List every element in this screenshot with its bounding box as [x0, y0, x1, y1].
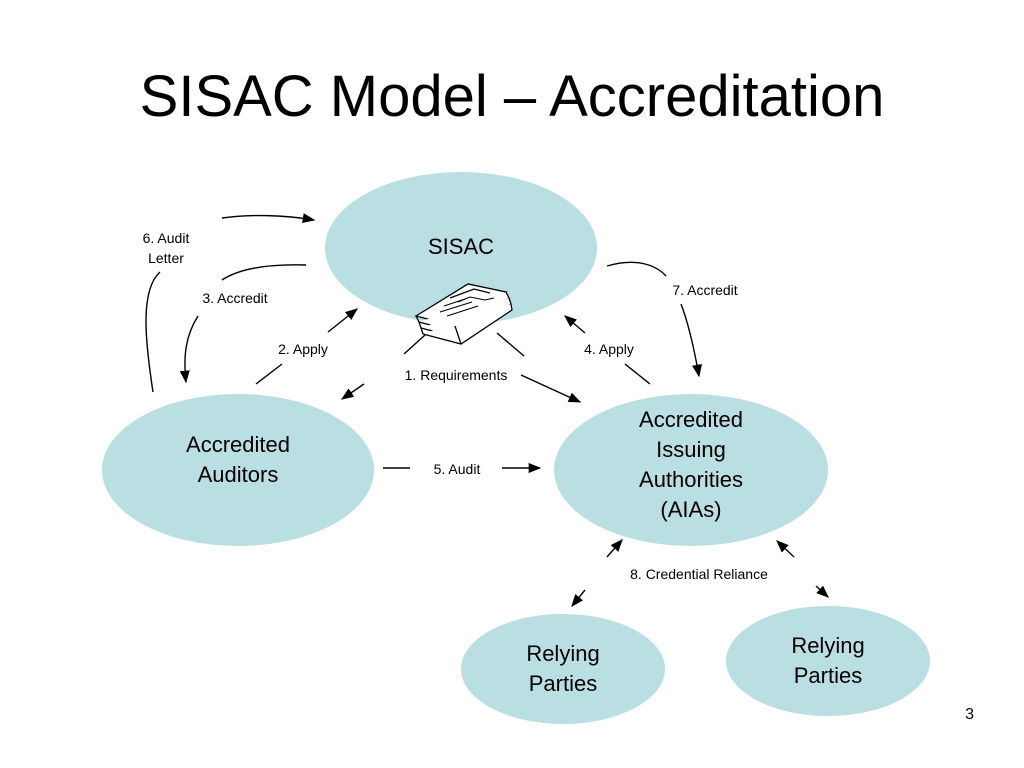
- edge-label-apply-2: 2. Apply: [278, 341, 328, 357]
- node-sisac-label: SISAC: [427, 234, 495, 259]
- edge-apply-4-arrow: [564, 315, 586, 334]
- node-aias-label: Accredited Issuing Authorities (AIAs): [639, 407, 743, 522]
- edge-label-credential-reliance: 8. Credential Reliance: [630, 566, 768, 582]
- edge-reliance-left-lower: [571, 589, 586, 607]
- edge-label-requirements: 1. Requirements: [404, 367, 508, 383]
- node-relying-parties-left-label: Relying Parties: [526, 641, 600, 696]
- edge-reliance-right-lower: [815, 585, 829, 598]
- edge-accredit-3-arrow: [179, 315, 199, 384]
- edge-audit-letter-line: [145, 271, 161, 393]
- edge-label-audit-5: 5. Audit: [433, 461, 481, 477]
- edge-apply-4-lower: [624, 363, 651, 385]
- edge-reliance-left-upper: [606, 539, 623, 558]
- node-accredited-auditors: Accredited Auditors: [102, 394, 374, 546]
- node-accredited-auditors-label: Accredited Auditors: [186, 432, 290, 487]
- edge-apply-2-lower: [255, 363, 283, 385]
- node-relying-parties-right-label: Relying Parties: [791, 633, 865, 688]
- edge-requirements-left-top: [403, 334, 426, 355]
- edge-accredit-3-line: [221, 264, 307, 281]
- page-number: 3: [965, 706, 974, 723]
- node-accredited-issuing-authorities: Accredited Issuing Authorities (AIAs): [554, 394, 828, 546]
- slide-title: SISAC Model – Accreditation: [139, 64, 885, 129]
- edge-apply-2-arrow: [327, 308, 358, 333]
- edge-requirements-right-top: [496, 332, 525, 357]
- edge-accredit-7-arrow: [680, 303, 702, 378]
- edge-requirements-right-arrow: [520, 374, 582, 403]
- node-relying-parties-left: Relying Parties: [461, 614, 665, 724]
- edge-label-accredit-7: 7. Accredit: [672, 282, 738, 298]
- edge-accredit-7-line: [606, 261, 667, 277]
- node-relying-parties-right: Relying Parties: [726, 606, 930, 716]
- edge-label-apply-4: 4. Apply: [584, 341, 634, 357]
- book-icon: [414, 283, 513, 345]
- edge-label-audit-letter: 6. Audit Letter: [142, 230, 190, 266]
- edge-reliance-right-upper: [776, 540, 795, 558]
- edge-label-accredit-3: 3. Accredit: [202, 290, 268, 306]
- edge-audit-letter-arrow: [221, 213, 316, 224]
- edge-requirements-left-arrow: [340, 383, 365, 400]
